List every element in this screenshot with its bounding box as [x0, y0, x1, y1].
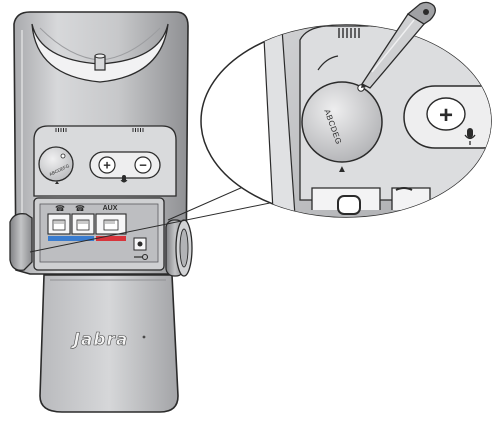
volume-rocker[interactable]: + −: [89, 151, 161, 183]
selector-switch[interactable]: ABCDEFG: [38, 146, 74, 184]
phone-port-2-label: ☎: [75, 204, 85, 213]
microphone-icon: [464, 128, 476, 145]
volume-up-label: +: [103, 158, 111, 173]
aux-port-label: AUX: [103, 205, 118, 212]
volume-down-label: −: [139, 158, 147, 173]
power-connector-icon[interactable]: [133, 237, 149, 261]
red-port-marker: [96, 236, 126, 241]
phone-port[interactable]: [47, 213, 71, 235]
phone-port-label: ☎: [55, 204, 65, 213]
magnified-plus-label: +: [439, 102, 453, 129]
jabra-logo: Jabra: [71, 330, 129, 350]
port-panel: ☎ ☎ AUX: [33, 197, 165, 271]
left-side-clip: [9, 213, 33, 271]
magnified-selector-switch[interactable]: ABCDEG ▲: [301, 81, 383, 175]
magnified-port-tops: [311, 187, 431, 215]
magnified-view: ABCDEG ▲ +: [200, 1, 500, 218]
aux-port[interactable]: [95, 213, 127, 235]
screwdriver-icon: [361, 1, 436, 89]
microphone-icon: [120, 175, 128, 183]
magnified-volume-button[interactable]: +: [403, 85, 500, 149]
blue-port-marker: [48, 236, 94, 241]
vent-marks: [55, 128, 144, 132]
phone-port-2[interactable]: [71, 213, 95, 235]
headset-pin: [94, 53, 106, 71]
switch-pointer: ▲: [337, 164, 347, 175]
right-side-knob: [165, 219, 193, 277]
control-panel: ABCDEFG + −: [33, 125, 177, 197]
stand-foot: Jabra: [39, 274, 179, 413]
